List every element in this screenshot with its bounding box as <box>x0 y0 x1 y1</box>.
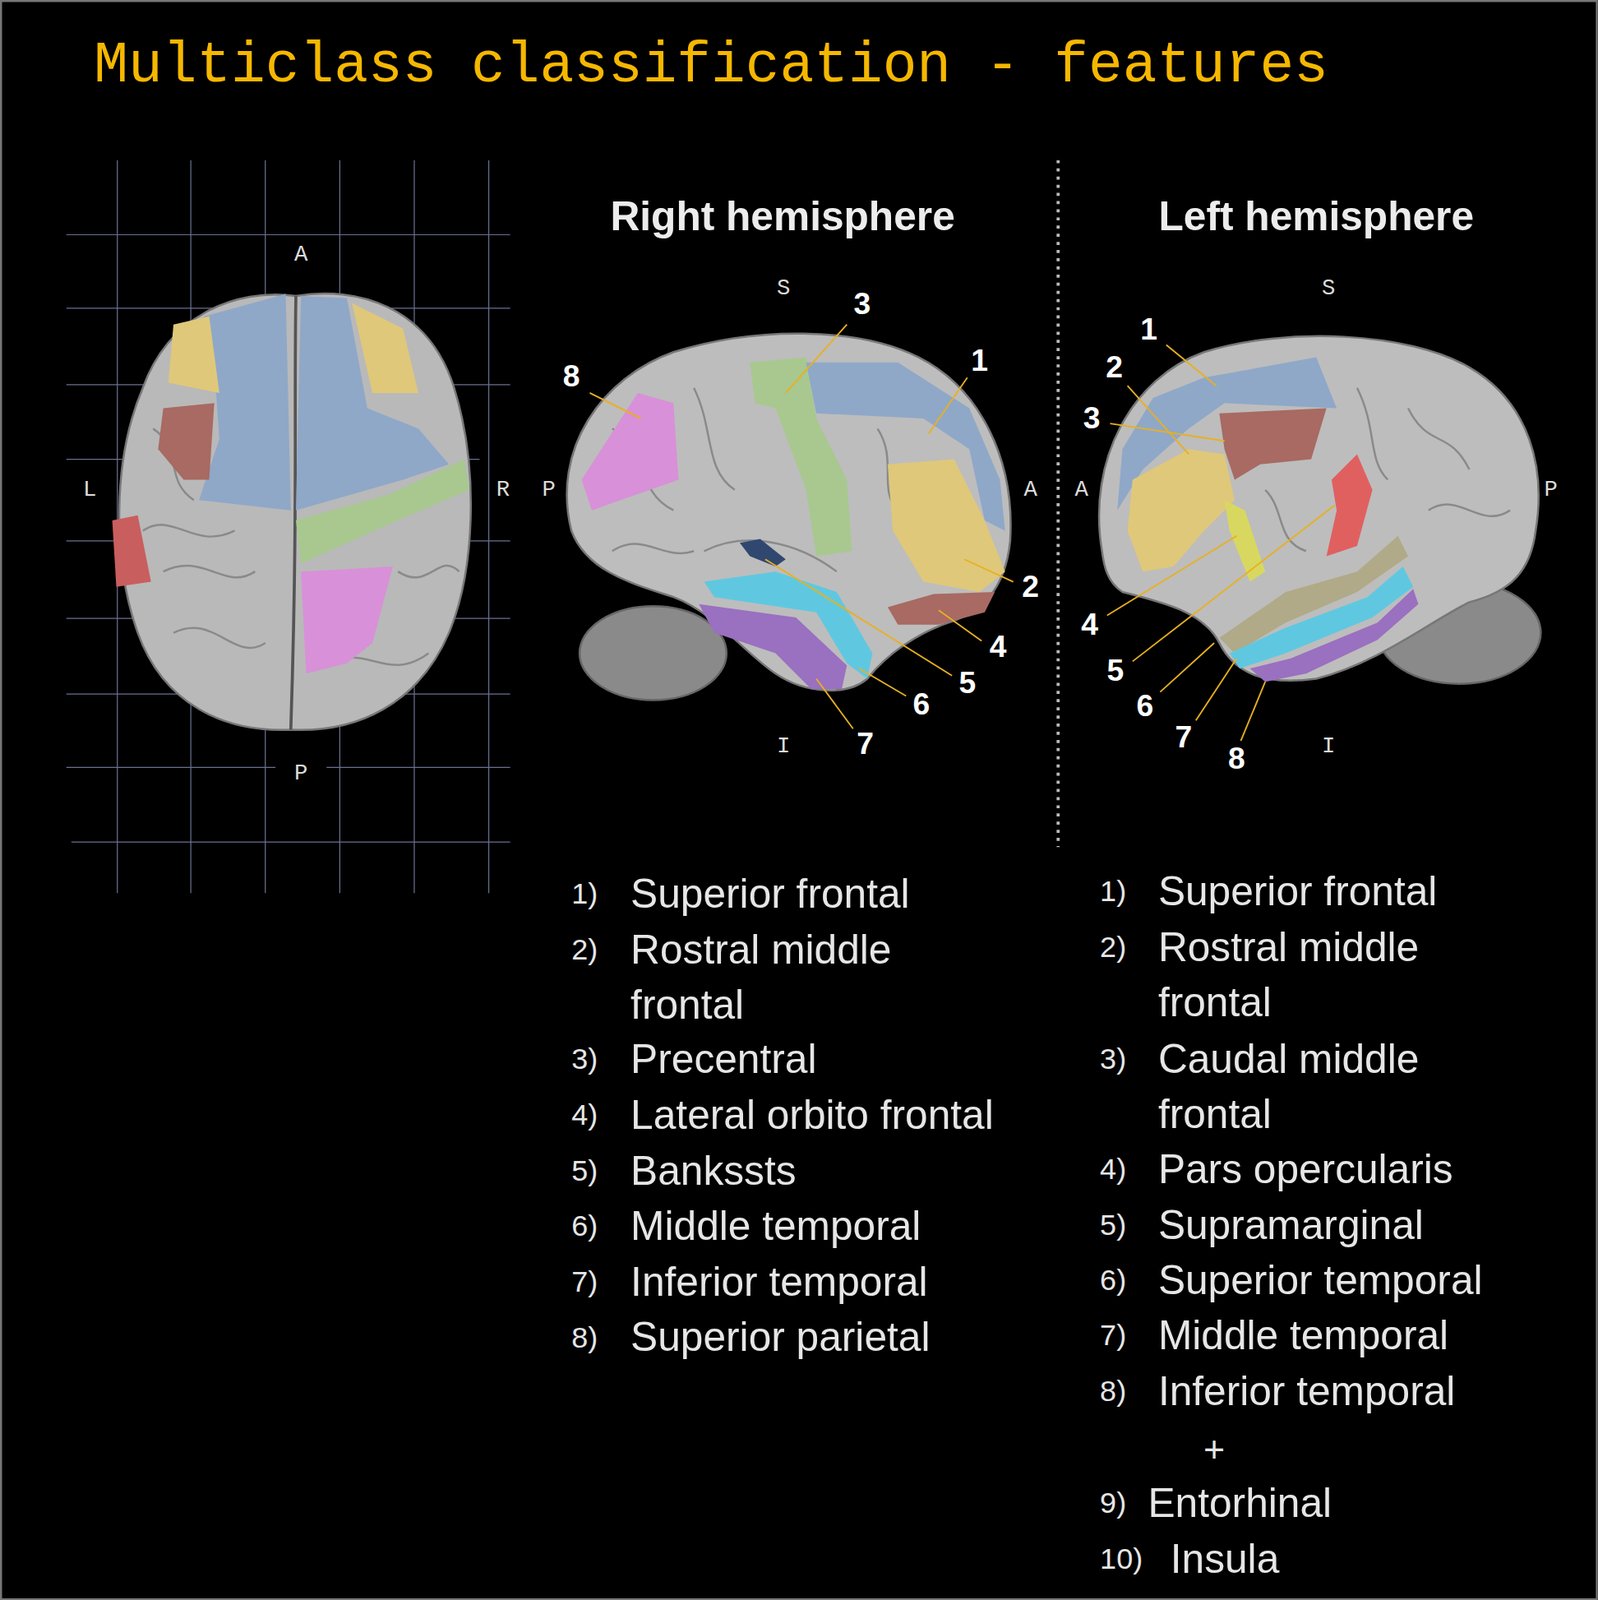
callout-number: 4 <box>1080 607 1099 642</box>
hemisphere-heading: Right hemisphere <box>609 193 955 240</box>
axis-label: S <box>1321 276 1335 302</box>
region-name: Rostral middle frontal <box>1158 919 1465 1030</box>
region-name: Precentral <box>630 1030 817 1086</box>
axis-label: A <box>1024 476 1038 503</box>
region-name: Superior parietal <box>630 1309 930 1365</box>
region-name: Superior frontal <box>1158 863 1437 919</box>
brain-right <box>567 333 1012 691</box>
region-name: Inferior temporal <box>1158 1362 1456 1418</box>
region-name: Middle temporal <box>630 1197 921 1253</box>
plus-sign: + <box>1203 1427 1225 1471</box>
axis-label: I <box>1321 734 1335 760</box>
list-number: 4) <box>1099 1140 1127 1197</box>
callout-number: 4 <box>989 629 1007 665</box>
list-number: 7) <box>1099 1307 1127 1363</box>
list-number: 7) <box>571 1254 598 1310</box>
region-name: Pars opercularis <box>1158 1140 1454 1197</box>
axis-label: R <box>496 476 510 503</box>
brain-top <box>119 293 472 730</box>
list-number: 8) <box>1099 1362 1127 1418</box>
region-name: Caudal middle frontal <box>1158 1030 1465 1141</box>
list-number: 4) <box>571 1086 598 1142</box>
region-name: Supramarginal <box>1158 1196 1424 1252</box>
callout-number: 3 <box>854 286 872 322</box>
axis-label: P <box>1544 476 1558 503</box>
axis-label: S <box>776 276 790 302</box>
list-number: 9) <box>1099 1474 1127 1530</box>
region-name: Entorhinal <box>1147 1474 1332 1530</box>
list-number: 6) <box>1099 1251 1127 1308</box>
callout-number: 2 <box>1105 350 1123 385</box>
region-name: Bankssts <box>630 1142 796 1198</box>
region-name: Insula <box>1170 1530 1280 1586</box>
region-name: Rostral middle frontal <box>630 921 937 1032</box>
axis-label: A <box>294 242 308 268</box>
list-number: 2) <box>1099 919 1127 975</box>
callout-number: 5 <box>958 665 976 700</box>
callout-number: 3 <box>1083 401 1101 436</box>
callout-number: 8 <box>563 359 581 394</box>
axis-label: L <box>83 476 97 503</box>
list-number: 6) <box>571 1197 598 1253</box>
region-name: Inferior temporal <box>630 1254 929 1310</box>
callout-number: 7 <box>1175 719 1193 754</box>
list-number: 1) <box>1099 863 1127 919</box>
list-number: 5) <box>1099 1196 1127 1252</box>
region-name: Middle temporal <box>1158 1307 1449 1363</box>
list-number: 3) <box>1099 1030 1127 1086</box>
list-number: 1) <box>571 865 598 921</box>
callout-number: 1 <box>970 342 989 378</box>
callout-number: 6 <box>913 686 931 721</box>
region-name: Superior temporal <box>1158 1251 1483 1308</box>
hemisphere-heading: Left hemisphere <box>1159 193 1475 240</box>
brain-left <box>1099 336 1539 681</box>
list-number: 3) <box>571 1030 598 1086</box>
callout-number: 1 <box>1140 312 1158 347</box>
callout-number: 8 <box>1228 740 1246 776</box>
divider <box>1056 160 1060 847</box>
list-number: 8) <box>571 1309 598 1365</box>
list-number: 5) <box>571 1142 598 1198</box>
axis-label: I <box>776 734 790 760</box>
callout-number: 5 <box>1106 652 1124 688</box>
grid <box>66 160 511 893</box>
axis-label: A <box>1075 476 1089 503</box>
callout-number: 2 <box>1021 569 1040 605</box>
slide-title: Multiclass classification - features <box>93 37 1329 96</box>
axis-label: P <box>542 476 556 503</box>
list-number: 2) <box>571 921 598 977</box>
region-name: Superior frontal <box>630 865 910 921</box>
leader-lines <box>589 324 1335 741</box>
callout-number: 7 <box>856 726 874 762</box>
list-number: 10) <box>1099 1530 1143 1586</box>
region-name: Lateral orbito frontal <box>630 1086 994 1142</box>
callout-number: 6 <box>1136 688 1154 724</box>
axis-label: P <box>294 760 308 786</box>
